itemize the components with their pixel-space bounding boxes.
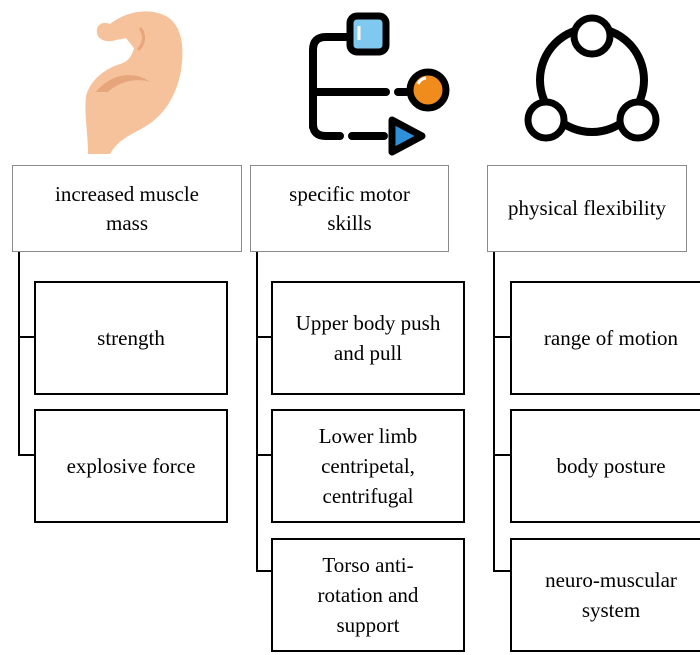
fist-shape [96,17,140,48]
item-line: system [581,598,641,622]
blue-node [346,12,390,56]
col3-branch-line [493,454,517,456]
flexibility-cycle-icon [524,14,660,142]
header-line: physical flexibility [507,196,667,220]
header-line: increased muscle [54,181,200,206]
item-box-neuro-muscular: neuro-muscular system [510,538,700,652]
col2-branch-line [256,336,280,338]
item-line: explosive force [66,454,196,478]
header-line: mass [106,210,148,235]
fist-crease [136,27,146,52]
item-line: Upper body push [295,311,441,335]
item-line: centripetal, [321,454,415,478]
item-line: centrifugal [322,484,414,508]
blue-arrow [388,116,426,156]
item-line: strength [97,326,165,350]
item-line: and pull [333,341,403,365]
header-line: skills [327,210,372,235]
item-box-body-posture: body posture [510,409,700,523]
col1-branch-line [18,454,42,456]
col1-branch-line [18,336,42,338]
item-box-upper-body: Upper body push and pull [271,281,465,395]
col2-trunk-line [256,252,258,572]
item-line: support [336,613,400,637]
orange-node [406,68,450,112]
muscle-shadow [96,75,150,92]
header-physical-flexibility: physical flexibility [487,165,687,252]
header-increased-muscle-mass: increased muscle mass [12,165,242,252]
motor-flow-icon [309,12,450,156]
item-line: rotation and [317,583,419,607]
item-line: Lower limb [318,424,418,448]
item-line: Torso anti- [322,553,414,577]
item-box-strength: strength [34,281,228,395]
col3-branch-line [493,336,517,338]
col1-trunk-line [18,252,20,455]
item-box-torso: Torso anti- rotation and support [271,538,465,652]
arm-shape [85,11,183,155]
item-box-lower-limb: Lower limb centripetal, centrifugal [271,409,465,523]
flexed-arm-muscle-icon [85,11,183,155]
item-box-range-of-motion: range of motion [510,281,700,395]
item-line: range of motion [543,326,679,350]
col2-branch-line [256,454,280,456]
header-specific-motor-skills: specific motor skills [250,165,449,252]
header-line: specific motor [289,181,410,206]
col3-trunk-line [493,252,495,572]
item-line: neuro-muscular [545,568,677,592]
col3-branch-line [493,570,517,572]
col2-branch-line [256,570,280,572]
item-box-explosive-force: explosive force [34,409,228,523]
item-line: body posture [556,454,666,478]
